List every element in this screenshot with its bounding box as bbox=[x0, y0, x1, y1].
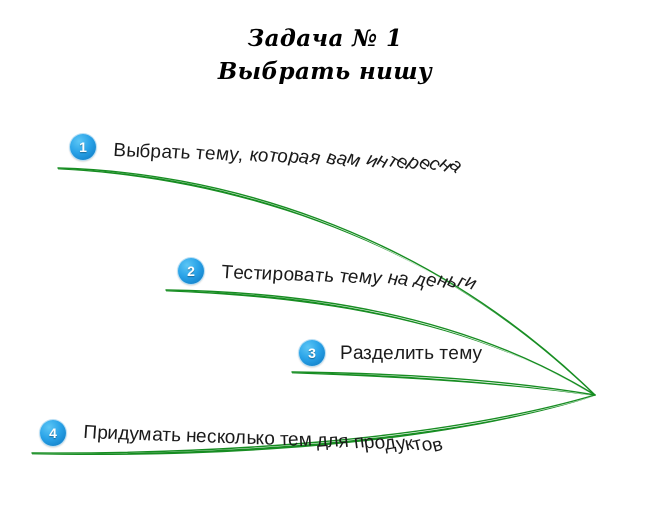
curve-arrow-3 bbox=[291, 371, 596, 396]
curve-arrow-4 bbox=[31, 394, 596, 454]
step-badge-1[interactable]: 1 bbox=[70, 134, 96, 160]
title-line-subject: Выбрать нишу bbox=[217, 58, 433, 85]
step-badge-3[interactable]: 3 bbox=[299, 340, 325, 366]
curve-arrow-1 bbox=[57, 167, 596, 396]
curve-arrow-3-taper bbox=[292, 372, 595, 396]
step-label-3: Разделить тему bbox=[340, 342, 482, 365]
step-badge-4[interactable]: 4 bbox=[40, 420, 66, 446]
page-title: Задача № 1 Выбрать нишу bbox=[0, 22, 650, 88]
step-badge-2[interactable]: 2 bbox=[178, 258, 204, 284]
title-line-task: Задача № 1 bbox=[247, 25, 403, 52]
curve-arrow-2 bbox=[165, 289, 596, 396]
